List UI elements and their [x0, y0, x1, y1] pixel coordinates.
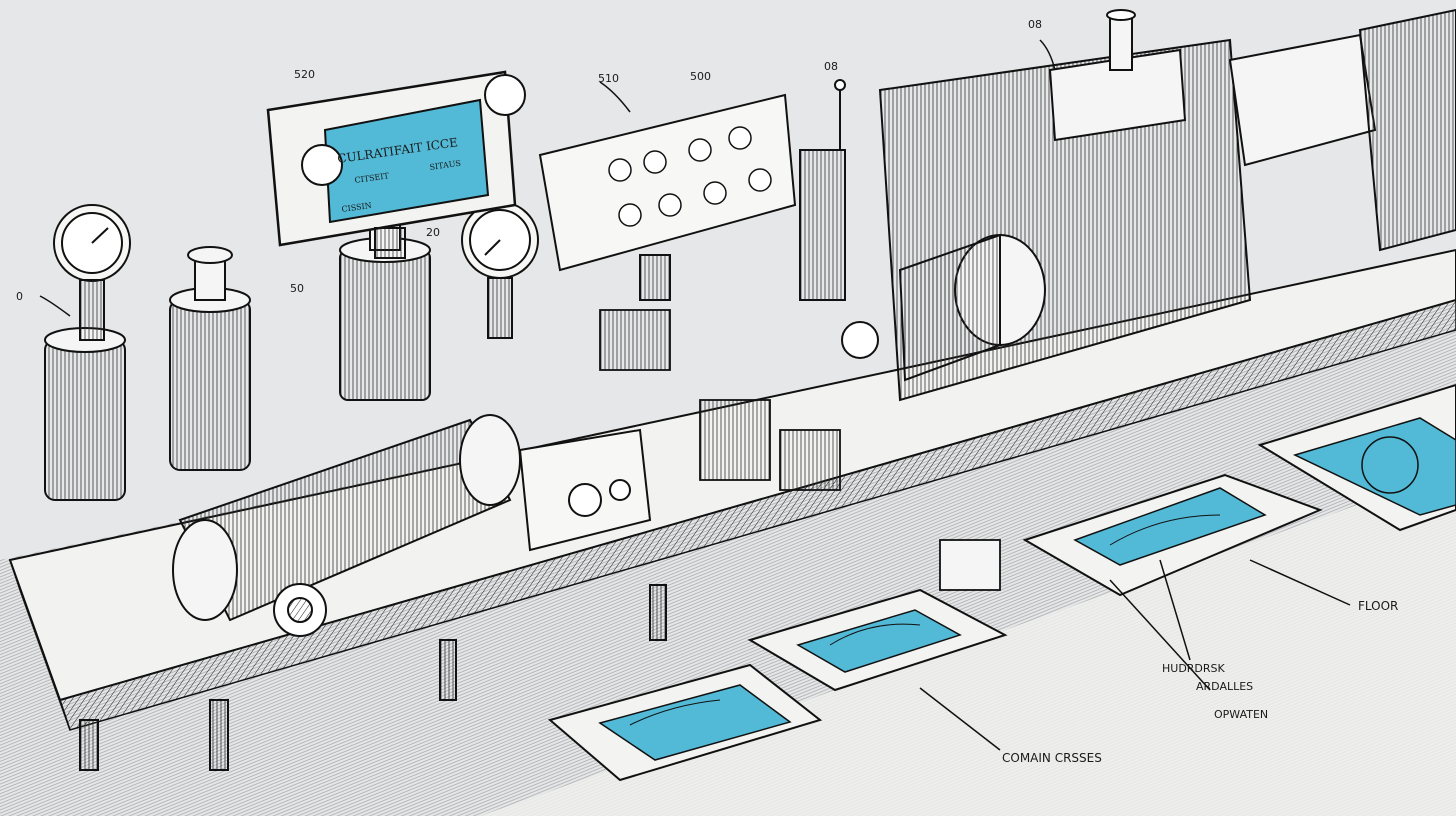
callout-520: 520	[294, 68, 315, 81]
right-machinery	[799, 8, 1456, 402]
callout-50: 50	[290, 282, 304, 295]
callout-hud-1: HUDRDRSK	[1162, 662, 1226, 675]
callouts: 520 510 500 08 50 20 0 08 FLOOR HUDRDRSK…	[16, 18, 1398, 765]
floor-screen-b	[747, 588, 1008, 692]
callout-hud-2: ARDALLES	[1196, 680, 1253, 693]
dial-panel	[538, 93, 797, 301]
floor-screen-d	[1257, 383, 1456, 532]
center-column	[339, 201, 539, 401]
screen-subtitle-2: SITAUS	[429, 159, 461, 172]
callout-08b: 08	[1028, 18, 1042, 31]
callout-0: 0	[16, 290, 23, 303]
callout-operator: OPWATEN	[1214, 708, 1268, 721]
callout-control: COMAIN CRSSES	[1002, 751, 1102, 765]
pressure-gauge-left	[53, 204, 131, 341]
callout-500: 500	[690, 70, 711, 83]
floor-screen-c	[1022, 473, 1323, 597]
top-display-panel: CULRATIFAIT ICCE CITSEIT SITAUS CISSIN	[266, 70, 526, 259]
floor-screen-a	[547, 663, 823, 782]
screen-footer: CISSIN	[341, 201, 372, 214]
callout-floor: FLOOR	[1358, 599, 1398, 613]
callout-510: 510	[598, 72, 619, 85]
bench-components	[599, 309, 1001, 591]
leader-lines	[39, 39, 1351, 751]
main-cylinder	[172, 414, 521, 637]
control-box	[518, 428, 652, 552]
callout-08: 08	[824, 60, 838, 73]
left-tanks	[44, 246, 251, 501]
callout-20: 20	[426, 226, 440, 239]
bench-legs	[79, 584, 667, 771]
